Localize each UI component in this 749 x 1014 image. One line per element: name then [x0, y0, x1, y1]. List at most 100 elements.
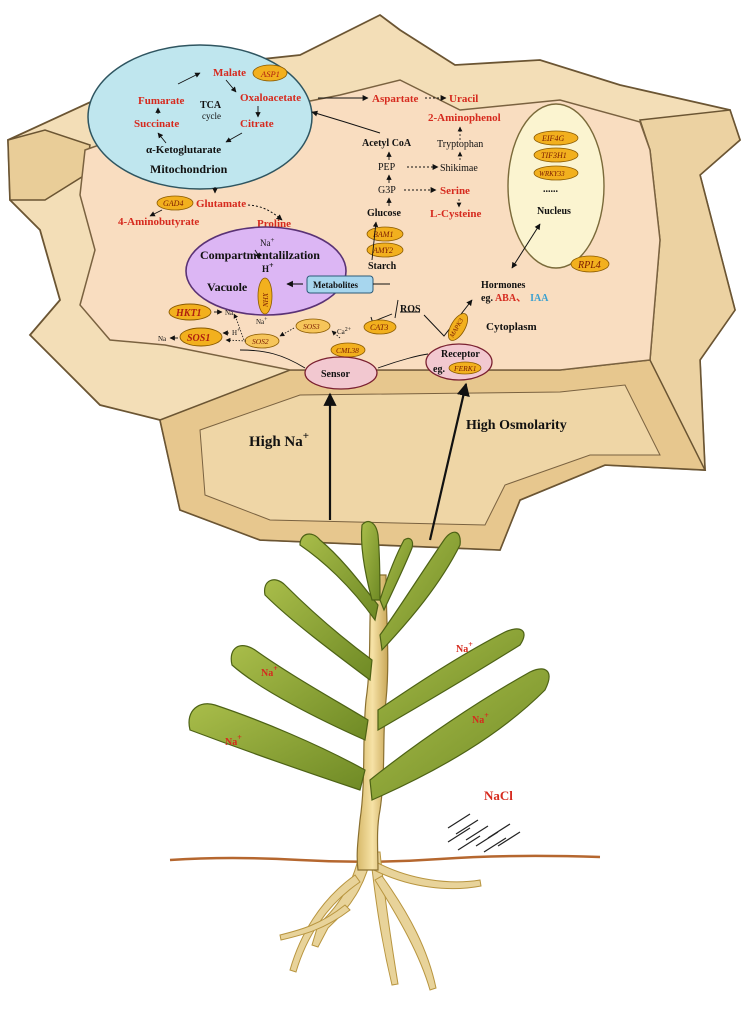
receptor-eg: eg.: [433, 364, 445, 375]
nucleus-label: Nucleus: [537, 206, 571, 217]
aspartate-label: Aspartate: [372, 93, 419, 105]
cat3-label: CAT3: [370, 323, 388, 332]
gad4-enzyme: [156, 195, 194, 211]
cml38-label: CML38: [336, 346, 359, 355]
pep-label: PEP: [378, 162, 396, 173]
serine-label: Serine: [440, 185, 470, 197]
asp1-enzyme: [252, 64, 288, 82]
gad4-label: GAD4: [163, 199, 183, 208]
signaling: ROS CAT3 MAPK3 Hormones eg.ABA、IAA RPL4 …: [239, 255, 610, 390]
wrky33-gene: [533, 165, 579, 181]
fumarate-label: Fumarate: [138, 95, 185, 107]
tif3h1-gene: [533, 147, 579, 163]
metabolites-label: Metabolites: [313, 280, 358, 290]
uracil-label: Uracil: [449, 93, 478, 105]
eif4g-gene: [533, 130, 579, 146]
high-osmolarity-label: High Osmolarity: [466, 418, 567, 433]
citrate-label: Citrate: [240, 118, 274, 130]
metabolism: Aspartate Uracil 2-Aminophenol Acetyl Co…: [118, 93, 501, 272]
nucleus-ellipsis: ......: [543, 184, 559, 195]
acetyl-coa-label: Acetyl CoA: [362, 138, 412, 149]
g3p-label: G3P: [378, 185, 396, 196]
rpl4-protein: [570, 255, 610, 273]
h-ion-label: H+: [262, 261, 274, 274]
sos1-transporter: [179, 327, 223, 347]
hormones-eg: eg.ABA、IAA: [481, 293, 549, 304]
tca-cycle-label: cycle: [202, 111, 221, 121]
leaf-na-1: Na+: [261, 664, 278, 679]
high-na-label: High Na+: [249, 430, 309, 450]
hormones-label: Hormones: [481, 280, 526, 291]
glucose-label: Glucose: [367, 208, 401, 219]
vacuole: Na+ Compartmentalilzation H+ NHX Vacuole…: [185, 226, 390, 316]
leaf-right-upper: [379, 531, 461, 652]
mapk3-kinase: [447, 313, 469, 341]
leaf-left-top: [299, 533, 379, 622]
na-mid-label: Na+: [256, 317, 268, 326]
ion-transport: HKT1 Na SOS1 Na H+ Na+ SOS2 SOS3 Ca2+ CM…: [158, 303, 366, 358]
sos3-protein: [295, 318, 331, 334]
tryptophan-label: Tryptophan: [437, 139, 483, 150]
l-cysteine-label: L-Cysteine: [430, 208, 481, 220]
amy2-label: AMY2: [372, 246, 393, 255]
leaf-na-3: Na+: [456, 640, 473, 655]
aminophenol-label: 2-Aminophenol: [428, 112, 501, 124]
asp1-label: ASP1: [260, 69, 280, 79]
malate-label: Malate: [213, 67, 246, 79]
leaf-right-lower: [369, 668, 550, 801]
nacl-label: NaCl: [484, 788, 513, 803]
starch-label: Starch: [368, 261, 397, 272]
cat3-enzyme: [363, 319, 397, 335]
leaf-left-mid: [230, 645, 369, 741]
leaf-top-center: [360, 521, 381, 601]
mitochondrion-title: Mitochondrion: [150, 162, 228, 176]
rpl4-label: RPL4: [577, 260, 601, 271]
sensor: [304, 356, 378, 390]
na-top-label: Na+: [260, 236, 275, 248]
leaf-top-right-small: [379, 537, 414, 612]
plant: Na+ Na+ Na+ Na+ NaCl: [169, 521, 601, 991]
sos3-label: SOS3: [303, 322, 320, 331]
nhx-transporter: [257, 277, 273, 315]
ros-label: ROS: [400, 304, 421, 315]
oxaloacetate-label: Oxaloacetate: [240, 92, 301, 104]
nhx-label: NHX: [262, 292, 270, 308]
leaf-left-upper: [263, 579, 373, 682]
nacl-hatch: [447, 813, 521, 853]
eif4g-label: EIF4G: [541, 134, 564, 143]
mitochondrion: Malate ASP1 Fumarate TCA cycle Oxaloacet…: [87, 44, 313, 190]
tca-label: TCA: [200, 100, 222, 111]
nucleus: EIF4G TIF3H1 WRKY33 ...... Nucleus: [507, 103, 605, 269]
vacuole-label: Vacuole: [207, 280, 248, 294]
amy2-enzyme: [366, 242, 404, 258]
ca-label: Ca2+: [337, 327, 352, 336]
na-out-label: Na: [158, 335, 167, 343]
mitochondrion-membrane: [87, 44, 313, 190]
aminobutyrate-label: 4-Aminobutyrate: [118, 216, 199, 228]
na-in-label: Na: [225, 309, 234, 317]
stress-signals: High Na+ High Osmolarity: [249, 382, 567, 541]
leaves: [188, 521, 550, 801]
succinate-label: Succinate: [134, 118, 179, 130]
leaf-left-lower: [188, 703, 366, 791]
bam1-enzyme: [366, 226, 404, 242]
ferk1-label: FERK1: [453, 364, 477, 373]
sos2-label: SOS2: [252, 337, 269, 346]
leaf-na-4: Na+: [472, 711, 489, 726]
glutamate-label: Glutamate: [196, 198, 246, 210]
vacuole-membrane: [185, 226, 347, 316]
cytoplasm-label: Cytoplasm: [486, 321, 537, 333]
ketoglutarate-label: α-Ketoglutarate: [146, 144, 221, 156]
tif3h1-label: TIF3H1: [541, 151, 567, 160]
wrky33-label: WRKY33: [539, 170, 565, 178]
roots: [279, 849, 482, 991]
high-osm-arrow: [428, 382, 470, 541]
bam1-label: BAM1: [373, 230, 393, 239]
sensor-label: Sensor: [321, 369, 350, 380]
cell-wall-bottom-inner: [199, 384, 661, 526]
hkt1-transporter: [168, 303, 212, 321]
hkt1-label: HKT1: [175, 308, 202, 319]
leaf-right-mid: [377, 628, 525, 732]
h-in-label: H+: [232, 328, 241, 337]
